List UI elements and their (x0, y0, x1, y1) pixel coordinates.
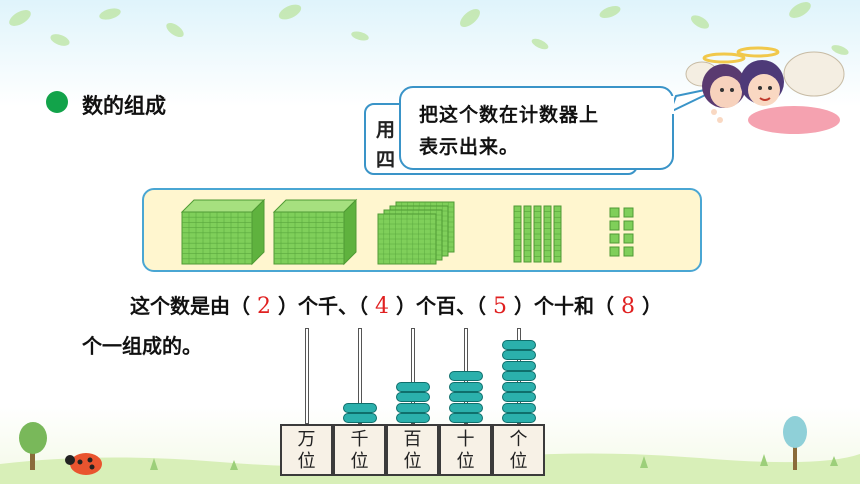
answer-ones[interactable]: 8 (621, 294, 635, 319)
abacus-bead[interactable] (448, 381, 483, 392)
abacus-bead[interactable] (395, 413, 430, 423)
place-label-box: 万位 (280, 424, 333, 476)
place-label-top: 个 (509, 429, 528, 450)
abacus-bead[interactable] (501, 413, 536, 423)
place-label-top: 百 (403, 429, 422, 450)
place-label-top: 万 (297, 429, 316, 450)
abacus-rod (357, 328, 362, 424)
section-title: 数的组成 (82, 94, 166, 118)
tree-right-icon (783, 416, 807, 470)
ladybug-icon (65, 453, 102, 475)
abacus-bead[interactable] (501, 360, 536, 371)
base-ten-blocks (180, 198, 634, 266)
answer-thousands[interactable]: 2 (257, 294, 271, 319)
abacus-bead[interactable] (395, 392, 430, 402)
one-cube (609, 220, 620, 231)
composition-sentence: 这个数是由（2）个千、（4）个百、（5）个十和（8） (130, 294, 662, 319)
abacus-bead[interactable] (448, 371, 483, 381)
place-label-box: 千位 (333, 424, 386, 476)
place-label-bottom: 位 (403, 451, 422, 472)
abacus-bead[interactable] (395, 402, 430, 413)
place-label-top: 千 (350, 429, 369, 450)
section-bullet-icon (46, 91, 68, 113)
place-label-box: 十位 (439, 424, 492, 476)
place-label-box: 个位 (492, 424, 545, 476)
leaf-decoration (9, 2, 849, 55)
place-label-bottom: 位 (350, 451, 369, 472)
place-label-box: 百位 (386, 424, 439, 476)
speech-bubble: 把这个数在计数器上 表示出来。 (399, 86, 674, 170)
hint-note-text: 用 四 (376, 119, 396, 171)
one-cube (609, 233, 620, 244)
one-cube (623, 246, 634, 257)
abacus-bead[interactable] (501, 402, 536, 413)
abacus-bead[interactable] (501, 339, 536, 350)
place-label-bottom: 位 (297, 451, 316, 472)
place-label-bottom: 位 (456, 451, 475, 472)
abacus-bead[interactable] (342, 402, 377, 413)
abacus-bead[interactable] (448, 392, 483, 402)
one-cube (623, 233, 634, 244)
thousand-cube-side (251, 198, 265, 266)
abacus-rod (304, 328, 309, 424)
abacus-bead[interactable] (501, 392, 536, 402)
speech-bubble-text: 把这个数在计数器上 表示出来。 (419, 104, 600, 158)
thousand-cube-top (272, 199, 358, 213)
thousand-cube-top (180, 199, 266, 213)
abacus-bead[interactable] (342, 413, 377, 423)
abacus-rod (410, 328, 415, 424)
composition-sentence-line2: 个一组成的。 (82, 334, 202, 358)
tree-icon (19, 422, 47, 470)
angel-characters-icon (685, 46, 845, 134)
abacus-bead[interactable] (395, 381, 430, 392)
abacus-bead[interactable] (501, 381, 536, 392)
place-label-top: 十 (456, 429, 475, 450)
thousand-cube-side (343, 198, 357, 266)
abacus-bead[interactable] (501, 350, 536, 360)
one-cube (623, 220, 634, 231)
place-label-bottom: 位 (509, 451, 528, 472)
abacus-bead[interactable] (501, 371, 536, 381)
answer-tens[interactable]: 5 (493, 294, 507, 319)
one-cube (609, 207, 620, 218)
abacus-bead[interactable] (448, 402, 483, 413)
answer-hundreds[interactable]: 4 (375, 294, 389, 319)
one-cube (609, 246, 620, 257)
one-cube (623, 207, 634, 218)
abacus-bead[interactable] (448, 413, 483, 423)
